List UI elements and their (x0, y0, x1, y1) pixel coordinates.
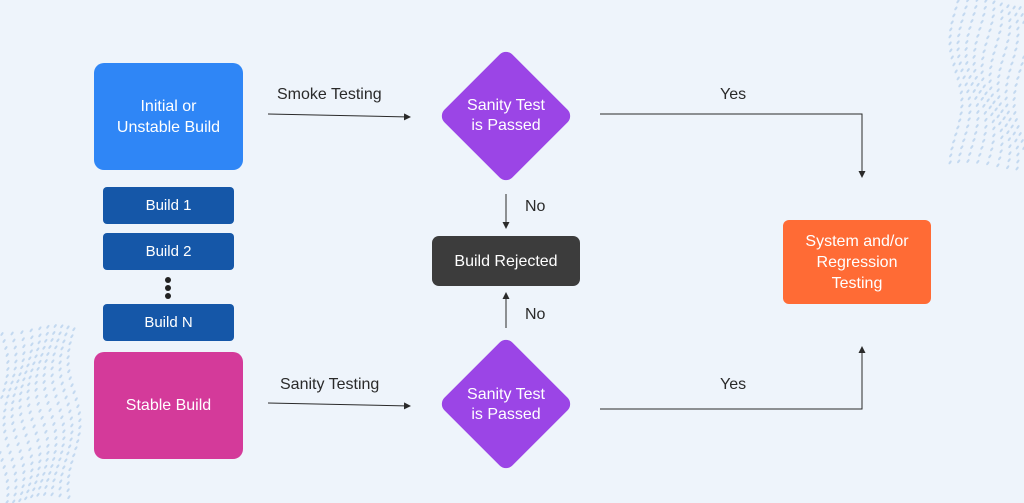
edge-label-smoke-testing: Smoke Testing (277, 86, 382, 103)
edge-label-no-top: No (525, 198, 546, 215)
decision-bottom-label: Sanity Test is Passed (467, 386, 545, 423)
vertical-ellipsis (162, 275, 174, 301)
build-n-node: Build N (103, 304, 234, 341)
build-2-node: Build 2 (103, 233, 234, 270)
arrow-stable-to-decision (267, 402, 411, 410)
stable-build-node: Stable Build (94, 352, 243, 459)
system-regression-testing-node: System and/or Regression Testing (783, 220, 931, 304)
initial-build-node: Initial or Unstable Build (94, 63, 243, 170)
edge-label-yes-bottom: Yes (720, 376, 747, 393)
decision-top-label: Sanity Test is Passed (467, 97, 545, 134)
edge-label-yes-top: Yes (720, 86, 747, 103)
arrow-initial-to-decision (267, 113, 411, 121)
edge-label-no-bottom: No (525, 306, 546, 323)
arrow-top-yes-to-testing (600, 113, 866, 178)
build-1-node: Build 1 (103, 187, 234, 224)
build-rejected-node: Build Rejected (432, 236, 580, 286)
edge-label-sanity-testing: Sanity Testing (280, 376, 380, 393)
arrow-bottom-yes-to-testing (600, 346, 866, 410)
